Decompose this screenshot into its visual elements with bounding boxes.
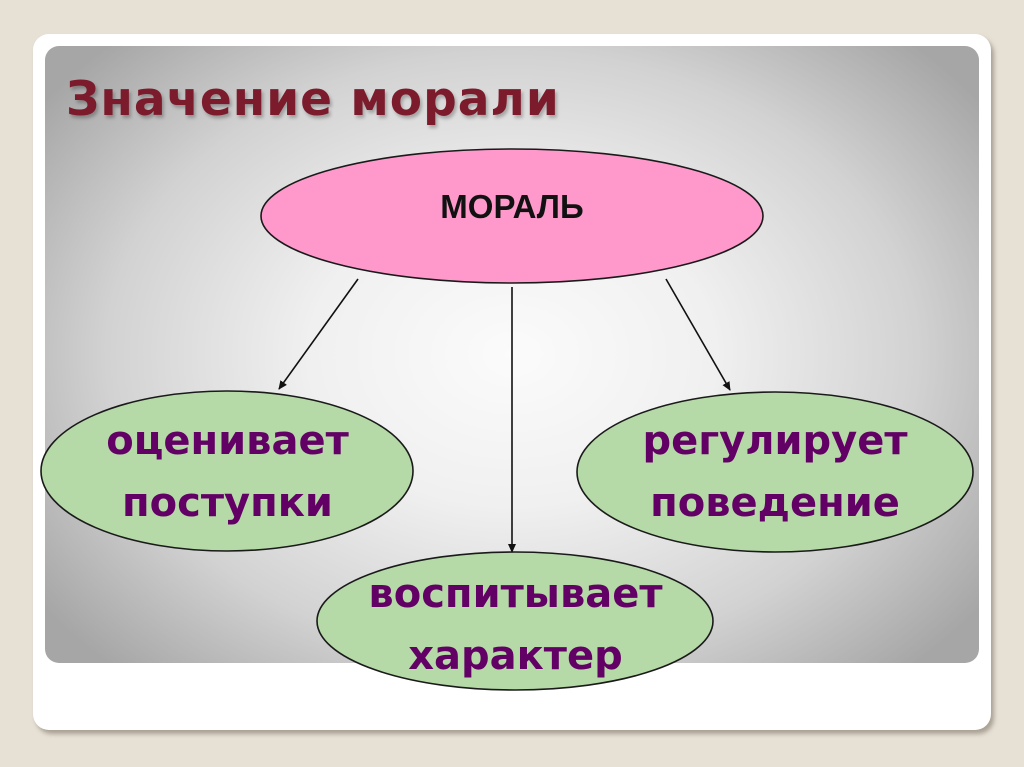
bottom-node-line2: характер: [408, 633, 623, 679]
slide-title: Значение морали: [66, 72, 560, 127]
left-node-ellipse: [40, 390, 414, 552]
center-node-label: МОРАЛЬ: [440, 188, 584, 225]
bottom-node-line1: воспитывает: [368, 571, 663, 617]
right-node-ellipse: [576, 391, 974, 553]
bottom-node-ellipse: [316, 551, 714, 691]
right-node-line1: регулирует: [642, 418, 908, 464]
left-node-line2: поступки: [122, 480, 333, 526]
center-node-ellipse: [260, 148, 764, 284]
right-node-label: регулирует поведение: [577, 410, 973, 534]
left-node-label: оценивает поступки: [41, 410, 414, 534]
right-node-line2: поведение: [650, 480, 900, 526]
arrow-to-right-node: [665, 278, 731, 391]
arrow-to-left-node: [278, 278, 359, 390]
bottom-node-label: воспитывает характер: [317, 563, 714, 687]
left-node-line1: оценивает: [106, 418, 349, 464]
